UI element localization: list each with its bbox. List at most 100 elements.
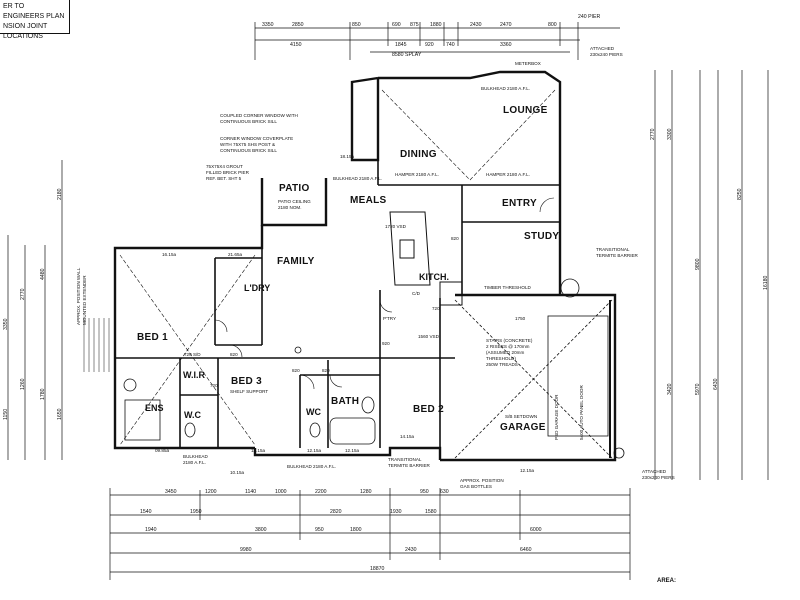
roof-lines bbox=[119, 89, 556, 446]
dim-label: 2200 bbox=[315, 489, 327, 495]
annotation: BULKHEAD bbox=[183, 454, 208, 459]
header-note: ER TO ENGINEERS PLAN NSION JOINT LOCATIO… bbox=[0, 0, 70, 40]
room-labels: LOUNGE DINING PATIO MEALS ENTRY STUDY FA… bbox=[137, 105, 559, 433]
dim-label: 850 bbox=[352, 22, 361, 28]
dim-label: 16180 bbox=[763, 275, 769, 290]
annotations: ATTACHED 230x240 PIERS METERBOX BULKHEAD… bbox=[76, 46, 675, 489]
room-wir: W.I.R bbox=[183, 370, 205, 380]
dim-label: 690 bbox=[392, 22, 401, 28]
dim-label: 2430 bbox=[470, 22, 482, 28]
door-size-label: 1750 bbox=[515, 316, 526, 321]
dim-label: 1930 bbox=[390, 509, 402, 515]
door-size-label: 820 bbox=[451, 236, 459, 241]
level-label: 21.65a bbox=[228, 252, 242, 257]
annotation: 2180 A.F.L. bbox=[183, 460, 206, 465]
level-label: 16.15a bbox=[162, 252, 176, 257]
annotation: HAMPER 2180 A.F.L. bbox=[486, 172, 530, 177]
bottom-dimensions bbox=[109, 488, 631, 580]
dim-label: 240 PIER bbox=[578, 14, 600, 20]
top-dim-labels: 3350 2850 4150 1845 920 740 3360 690 875… bbox=[262, 14, 600, 58]
dim-label: 1000 bbox=[275, 489, 287, 495]
dim-label: 630 bbox=[440, 489, 449, 495]
bathroom-fixtures bbox=[123, 378, 376, 445]
dim-label: 1800 bbox=[350, 527, 362, 533]
dim-label: 3800 bbox=[255, 527, 267, 533]
dim-label: 2180 bbox=[57, 188, 63, 200]
dim-label: 9980 bbox=[240, 547, 252, 553]
level-label: 18.15a bbox=[340, 154, 354, 159]
dim-label: 1950 bbox=[190, 509, 202, 515]
dim-label: 1150 bbox=[3, 409, 9, 420]
dim-label: 2770 bbox=[650, 128, 656, 140]
dim-label: 1880 bbox=[430, 22, 442, 28]
annotation: 2180 NOM. bbox=[278, 205, 302, 210]
annotation: 250W TREADS bbox=[486, 362, 518, 367]
annotation: P'TRY bbox=[383, 316, 396, 321]
left-dimensions bbox=[7, 160, 63, 460]
dim-label: 8580 SPLAY bbox=[392, 52, 422, 58]
room-wc1: W.C bbox=[184, 410, 201, 420]
dim-label: 4150 bbox=[290, 42, 302, 48]
annotation: FILLED BRICK PIER bbox=[206, 170, 250, 175]
dim-label: 3450 bbox=[165, 489, 177, 495]
dim-label: 1260 bbox=[20, 378, 26, 390]
bottom-dim-labels: 3450 1200 1140 1000 2200 1280 950 630 15… bbox=[140, 489, 542, 572]
room-family: FAMILY bbox=[277, 256, 315, 267]
dim-label: 920 bbox=[425, 42, 434, 48]
dim-label: 9800 bbox=[695, 258, 701, 270]
annotation: S/B SETDOWN bbox=[505, 414, 537, 419]
annotation: PSD GARAGE DOOR bbox=[554, 394, 559, 440]
annotation: CORNER WINDOW COVERPLATE bbox=[220, 136, 293, 141]
dim-label: 1940 bbox=[145, 527, 157, 533]
room-lounge: LOUNGE bbox=[503, 105, 548, 116]
annotation: TERMITE BARRIER bbox=[596, 253, 639, 258]
level-label: 12.15a bbox=[345, 448, 359, 453]
annotation: (ASSUMED 20mm bbox=[486, 350, 524, 355]
dim-label: 950 bbox=[315, 527, 324, 533]
annotation: TRANSITIONAL bbox=[596, 247, 630, 252]
annotation: ATTACHED bbox=[590, 46, 615, 51]
door-size-label: 920 bbox=[382, 341, 390, 346]
dim-label: 1540 bbox=[140, 509, 152, 515]
header-note-line1: ER TO ENGINEERS PLAN bbox=[3, 3, 65, 20]
small-labels: 720 S/D 820 820 820 920 720 1560 VSD 172… bbox=[155, 154, 534, 475]
dim-label: 2770 bbox=[20, 288, 26, 300]
room-entry: ENTRY bbox=[502, 198, 537, 209]
dim-label: 18870 bbox=[370, 566, 385, 572]
room-kitchen: KITCH. bbox=[419, 272, 449, 282]
garage-structure bbox=[454, 299, 613, 459]
door-size-label: 820 bbox=[230, 352, 238, 357]
dim-label: 1650 bbox=[57, 408, 63, 420]
dim-label: 3350 bbox=[262, 22, 274, 28]
door-size-label: 720 S/D bbox=[184, 352, 201, 357]
level-label: 10.15a bbox=[230, 470, 244, 475]
area-label: AREA: bbox=[657, 578, 676, 584]
dim-label: 950 bbox=[420, 489, 429, 495]
door-size-label: 820 bbox=[322, 368, 330, 373]
level-label: 12.15a bbox=[307, 448, 321, 453]
room-dining: DINING bbox=[400, 149, 437, 160]
annotation: CONTINUOUS BRICK SILL bbox=[220, 148, 277, 153]
annotation: STAIRS (CONCRETE) bbox=[486, 338, 533, 343]
dim-label: 1580 bbox=[425, 509, 437, 515]
header-note-line2: NSION JOINT LOCATIONS bbox=[3, 23, 48, 40]
annotation: CONTINUOUS BRICK SILL bbox=[220, 119, 277, 124]
door-size-label: 820 bbox=[292, 368, 300, 373]
annotation: BULKHEAD 2180 A.F.L. bbox=[333, 176, 382, 181]
annotation: BULKHEAD 2180 A.F.L. bbox=[287, 464, 336, 469]
dim-label: 3360 bbox=[500, 42, 512, 48]
door-size-label: 1560 VSD bbox=[418, 334, 440, 339]
annotation: METERBOX bbox=[515, 61, 541, 66]
dim-label: 3350 bbox=[3, 318, 9, 330]
room-patio: PATIO bbox=[279, 183, 310, 194]
door-size-label: 720 bbox=[210, 383, 218, 388]
room-meals: MEALS bbox=[350, 195, 387, 206]
dim-label: 800 bbox=[548, 22, 557, 28]
annotation: REF. BET. SHT 5 bbox=[206, 176, 242, 181]
door-size-label: 1720 VSD bbox=[385, 224, 407, 229]
annotation: MOUNTED EXTENDER bbox=[82, 275, 87, 325]
annotation: BULKHEAD 2180 A.F.L. bbox=[481, 86, 530, 91]
annotation: 5400 AUTO PANEL DOOR bbox=[579, 385, 584, 440]
level-label: 12.15a bbox=[251, 448, 265, 453]
